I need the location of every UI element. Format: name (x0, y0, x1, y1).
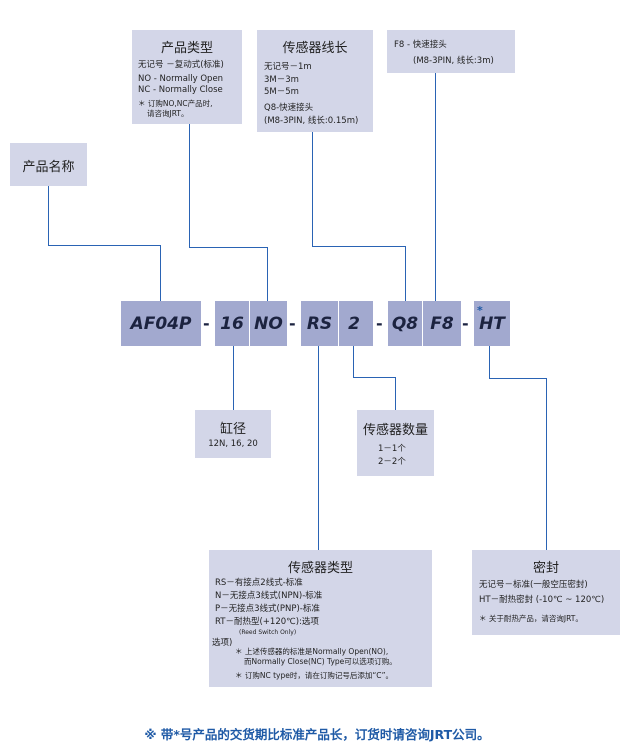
connector-line (312, 132, 313, 247)
seal-title: 密封 (532, 561, 559, 576)
sensor-type-box: 传感器类型 RS－有接点2线式-标准 N－无接点3线式(NPN)-标准 P－无接… (209, 550, 432, 687)
sensor-cable-line: 5M－5m (264, 87, 299, 97)
sensor-qty-box: 传感器数量 1－1个 2－2个 (357, 410, 434, 476)
sensor-cable-line: Q8-快速接头 (264, 103, 314, 113)
seal-line: 无记号－标准(一般空压密封) (479, 580, 588, 590)
connector-line (318, 346, 319, 550)
sensor-cable-line: 无记号－1m (264, 62, 312, 72)
product-type-title: 产品类型 (160, 41, 213, 56)
product-type-line: 无记号 －复动式(标准) (138, 60, 224, 70)
bore-box: 缸径 12N, 16, 20 (195, 410, 271, 458)
code-connector: F8 (423, 301, 461, 346)
code-separator: - (462, 314, 469, 333)
bore-title: 缸径 (219, 422, 246, 437)
sensor-qty-line: 1－1个 (378, 444, 406, 454)
product-type-note: 请咨询JRT。 (147, 109, 189, 118)
code-separator: - (289, 314, 296, 333)
code-sensor-type: RS (301, 301, 338, 346)
connector-line: (M8-3PIN, 线长:3m) (413, 56, 494, 66)
sensor-type-title: 传感器类型 (287, 561, 353, 576)
code-seal-star: * (477, 304, 483, 317)
code-cable: Q8 (388, 301, 422, 346)
connector-line (233, 346, 234, 410)
sensor-qty-title: 传感器数量 (362, 423, 428, 438)
sensor-cable-line: 3M－3m (264, 75, 299, 85)
product-type-line: NO - Normally Open (138, 74, 224, 84)
connector-line (189, 247, 268, 248)
connector-line (160, 245, 161, 301)
product-type-line: NC - Normally Close (138, 85, 223, 95)
sensor-type-line: N－无接点3线式(NPN)-标准 (215, 591, 323, 601)
connector-line (189, 124, 190, 248)
connector-line (48, 186, 49, 246)
sensor-type-line: RT－耐热型(+120℃):选项 (215, 617, 319, 627)
code-bore: 16 (215, 301, 249, 346)
seal-line: HT－耐热密封 (-10℃ ~ 120℃) (479, 595, 605, 605)
product-type-box: 产品类型 无记号 －复动式(标准) NO - Normally Open NC … (132, 30, 242, 124)
connector-line (267, 247, 268, 301)
sensor-type-note: ＊ 上述传感器的标准是Normally Open(NO), (235, 647, 389, 656)
connector-line (435, 73, 436, 301)
sensor-type-note: 而Normally Close(NC) Type可以选项订购。 (244, 657, 397, 666)
sensor-type-note: ＊ 订购NC type时，请在订购记号后添加“C”。 (235, 671, 394, 680)
connector-line (489, 346, 490, 379)
code-model: AF04P (121, 301, 201, 346)
sensor-qty-line: 2－2个 (378, 457, 406, 467)
bore-values: 12N, 16, 20 (208, 439, 258, 449)
code-separator: - (376, 314, 383, 333)
connector-line (353, 377, 396, 378)
seal-note: ＊ 关于耐热产品，请咨询JRT。 (479, 614, 583, 623)
sensor-cable-box: 传感器线长 无记号－1m 3M－3m 5M－5m Q8-快速接头 (M8-3PI… (257, 30, 373, 132)
code-separator: - (203, 314, 210, 333)
sensor-type-line: P－无接点3线式(PNP)-标准 (215, 604, 320, 614)
code-seal: * HT (474, 301, 510, 346)
connector-line (312, 246, 406, 247)
code-sensor-count: 2 (339, 301, 373, 346)
connector-line (489, 378, 547, 379)
product-name-box: 产品名称 (10, 143, 87, 186)
sensor-cable-title: 传感器线长 (282, 41, 348, 56)
sensor-cable-line: (M8-3PIN, 线长:0.15m) (264, 116, 359, 126)
seal-box: 密封 无记号－标准(一般空压密封) HT－耐热密封 (-10℃ ~ 120℃) … (472, 550, 620, 635)
footer-note: ※ 带*号产品的交货期比标准产品长，订货时请咨询JRT公司。 (144, 727, 490, 742)
connector-line (546, 378, 547, 550)
connector-line (395, 377, 396, 410)
sensor-type-line: RS－有接点2线式-标准 (215, 578, 303, 588)
connector-line (48, 245, 161, 246)
connector-line (405, 246, 406, 301)
product-name-title: 产品名称 (22, 160, 75, 175)
code-action: NO (250, 301, 287, 346)
product-type-note: ＊ 订购NO,NC产品时, (138, 99, 213, 108)
sensor-type-reed-note: (Reed Switch Only) (239, 629, 297, 636)
connector-line: F8 - 快速接头 (394, 40, 447, 50)
connector-line (353, 346, 354, 378)
sensor-type-option: 选项) (212, 638, 233, 648)
connector-box: F8 - 快速接头 (M8-3PIN, 线长:3m) (387, 30, 515, 73)
